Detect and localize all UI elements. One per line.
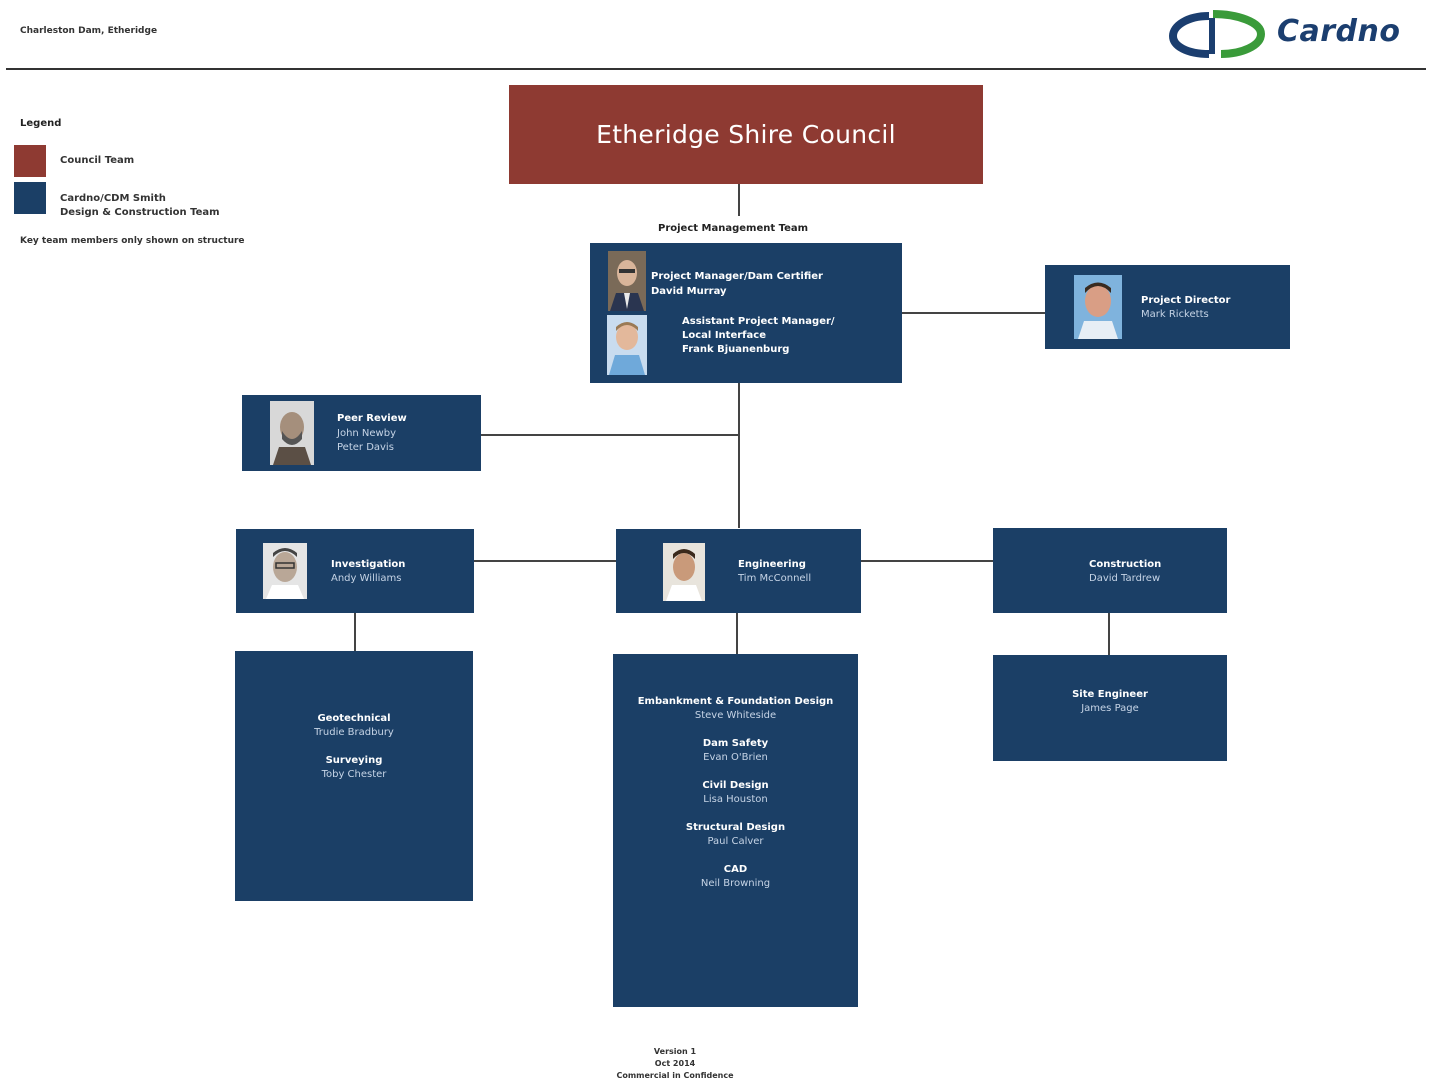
connector-pmt-engineering	[738, 383, 740, 528]
connector-site-engineer	[1108, 613, 1110, 655]
investigation-role: Investigation	[331, 559, 406, 570]
cad-name: Neil Browning	[700, 878, 771, 889]
surveying-role: Surveying	[325, 755, 383, 766]
director-box: Project Director Mark Ricketts	[1045, 265, 1290, 349]
structural-design-name: Paul Calver	[707, 836, 764, 847]
legend-swatch-council	[14, 145, 46, 177]
geotechnical-name: Trudie Bradbury	[314, 727, 394, 738]
cardno-logo-text: Cardno	[1277, 14, 1401, 49]
tim-mcconnell-photo	[663, 543, 705, 601]
investigation-team-box: Geotechnical Trudie Bradbury Surveying T…	[235, 651, 473, 901]
team-member-dam-safety: Dam Safety Evan O'Brien	[613, 737, 858, 765]
pmt-label: Project Management Team	[658, 223, 809, 234]
legend-label-design-line1: Cardno/CDM Smith	[60, 193, 166, 204]
construction-role: Construction	[1089, 559, 1162, 570]
apm-name: Frank Bjuanenburg	[682, 344, 790, 355]
legend-label-council: Council Team	[60, 155, 135, 166]
structural-design-role: Structural Design	[685, 822, 786, 833]
embankment-role: Embankment & Foundation Design	[637, 696, 834, 707]
cardno-logo-icon	[1168, 10, 1266, 58]
geotechnical-role: Geotechnical	[317, 713, 391, 724]
team-member-geotechnical: Geotechnical Trudie Bradbury	[235, 712, 473, 740]
engineering-role: Engineering	[738, 559, 806, 570]
footer: Version 1 Oct 2014 Commercial in Confide…	[590, 1046, 760, 1082]
investigation-name: Andy Williams	[331, 573, 402, 584]
director-name: Mark Ricketts	[1141, 309, 1209, 320]
cad-role: CAD	[723, 864, 748, 875]
engineering-team-box: Embankment & Foundation Design Steve Whi…	[613, 654, 858, 1007]
legend-title: Legend	[20, 118, 62, 129]
legend-label-design-line2: Design & Construction Team	[60, 207, 220, 218]
legend-swatch-design	[14, 182, 46, 214]
frank-photo	[607, 315, 647, 375]
pmt-box: Project Manager/Dam Certifier David Murr…	[590, 243, 902, 383]
legend-label-design: Cardno/CDM Smith Design & Construction T…	[60, 192, 220, 220]
connector-pmt-director	[902, 312, 1045, 314]
civil-design-name: Lisa Houston	[703, 794, 768, 805]
investigation-box: Investigation Andy Williams	[236, 529, 474, 613]
footer-version: Version 1	[653, 1047, 697, 1056]
embankment-name: Steve Whiteside	[694, 710, 777, 721]
document-location: Charleston Dam, Etheridge	[20, 26, 158, 36]
apm-role-line1: Assistant Project Manager/	[682, 316, 835, 327]
cardno-logo: Cardno	[1165, 8, 1435, 60]
council-box: Etheridge Shire Council	[509, 85, 983, 184]
council-title: Etheridge Shire Council	[596, 120, 896, 149]
team-member-structural-design: Structural Design Paul Calver	[613, 821, 858, 849]
site-engineer-role: Site Engineer	[1072, 689, 1148, 700]
apm-role-line2: Local Interface	[682, 330, 766, 341]
surveying-name: Toby Chester	[321, 769, 387, 780]
construction-box: Construction David Tardrew	[993, 528, 1227, 613]
civil-design-role: Civil Design	[702, 780, 769, 791]
john-newby-photo	[270, 401, 314, 465]
connector-construction	[861, 560, 993, 562]
connector-engineering-team	[736, 613, 738, 654]
peer-review-name-1: John Newby	[337, 428, 396, 439]
pm-role: Project Manager/Dam Certifier	[651, 271, 823, 282]
construction-name: David Tardrew	[1089, 573, 1161, 584]
team-member-surveying: Surveying Toby Chester	[235, 754, 473, 782]
connector-investigation-team	[354, 613, 356, 651]
site-engineer-name: James Page	[1081, 703, 1139, 714]
team-member-embankment: Embankment & Foundation Design Steve Whi…	[613, 695, 858, 723]
team-member-civil-design: Civil Design Lisa Houston	[613, 779, 858, 807]
engineering-name: Tim McConnell	[738, 573, 812, 584]
team-member-cad: CAD Neil Browning	[613, 863, 858, 891]
david-murray-photo	[608, 251, 646, 311]
director-role: Project Director	[1141, 295, 1231, 306]
peer-review-box: Peer Review John Newby Peter Davis	[242, 395, 481, 471]
header-rule	[6, 68, 1426, 70]
mark-ricketts-photo	[1074, 275, 1122, 339]
peer-review-role: Peer Review	[337, 413, 407, 424]
footer-date: Oct 2014	[654, 1059, 696, 1068]
dam-safety-role: Dam Safety	[702, 738, 769, 749]
connector-council-pmt	[738, 184, 740, 216]
andy-williams-photo	[263, 543, 307, 599]
dam-safety-name: Evan O'Brien	[703, 752, 768, 763]
connector-peer-review	[481, 434, 739, 436]
peer-review-name-2: Peter Davis	[337, 442, 394, 453]
pm-name: David Murray	[651, 286, 727, 297]
footer-confidentiality: Commercial in Confidence	[616, 1071, 734, 1080]
site-engineer-box: Site Engineer James Page	[993, 655, 1227, 761]
connector-investigation	[474, 560, 616, 562]
legend-note: Key team members only shown on structure	[20, 236, 245, 246]
engineering-box: Engineering Tim McConnell	[616, 529, 861, 613]
